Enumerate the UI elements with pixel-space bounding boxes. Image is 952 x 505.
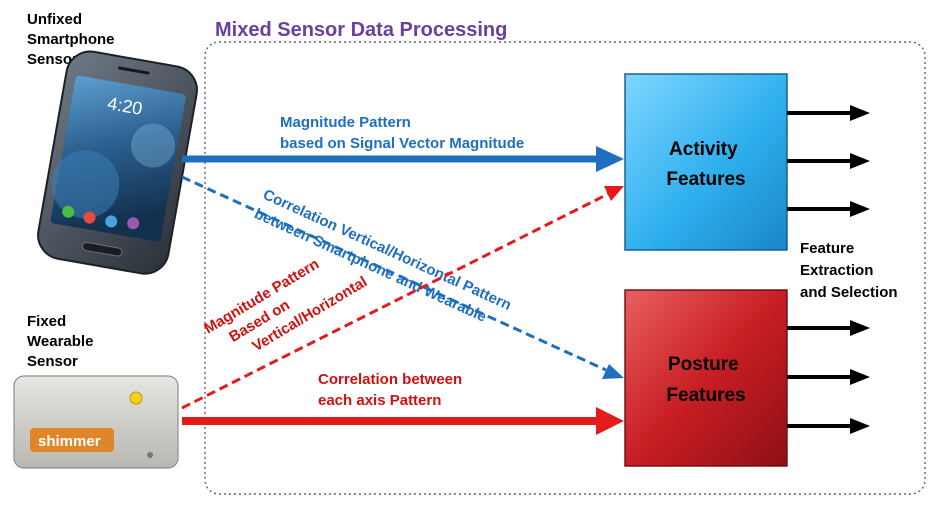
posture-features-label: Posture Features (666, 354, 745, 406)
phone-app-icon (105, 215, 118, 228)
arrow-magnitude-vh (181, 186, 624, 410)
activity-features-label: Activity Features (666, 139, 745, 190)
phone-app-icon (83, 211, 96, 224)
activity-features-box (624, 73, 788, 251)
phone-app-icon (62, 205, 75, 218)
output-arrows-posture (787, 320, 870, 434)
wearable-device-image: shimmer (13, 375, 179, 469)
feature-extraction-label: Feature Extraction and Selection (800, 240, 898, 301)
diagram-title: Mixed Sensor Data Processing (215, 19, 507, 41)
smartphone-label: Unfixed Smartphone Sensor (27, 11, 119, 68)
label-correlation-axis: Correlation between each axis Pattern (318, 371, 466, 409)
arrow-magnitude-svm (182, 146, 624, 172)
status-led (129, 391, 143, 405)
label-magnitude-svm: Magnitude Pattern based on Signal Vector… (280, 114, 524, 152)
output-arrows-activity (787, 105, 870, 217)
shimmer-brand: shimmer (38, 433, 101, 450)
arrow-correlation-axis (182, 407, 624, 435)
phone-app-icon (127, 217, 140, 230)
shimmer-logo (30, 428, 114, 452)
smartphone-image: 4:20 (37, 50, 198, 275)
wearable-label: Fixed Wearable Sensor (27, 313, 98, 370)
posture-features-box (624, 289, 788, 467)
processing-region (204, 41, 926, 495)
arrow-correlation-vh (181, 175, 624, 379)
